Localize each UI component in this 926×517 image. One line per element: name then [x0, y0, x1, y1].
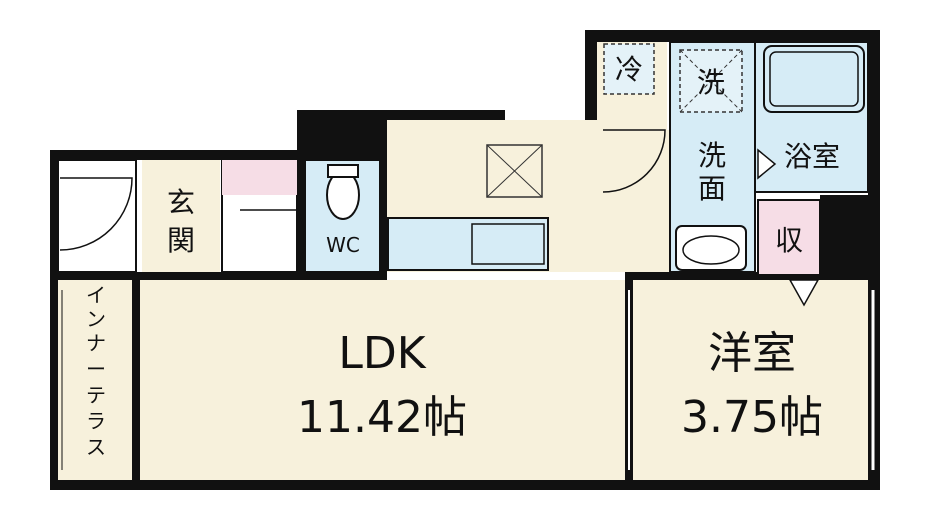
hall-door — [240, 209, 306, 268]
terrace-char-5: テ — [86, 383, 106, 407]
porch-door — [59, 177, 133, 251]
entrance-label-2: 関 — [167, 224, 195, 257]
washer-label: 洗 — [697, 66, 725, 99]
terrace-char-4: ー — [86, 357, 106, 381]
labels: LDK 11.42帖 洋室 3.75帖 玄 関 WC 洗 面 浴室 収 冷 洗 … — [86, 53, 840, 459]
washroom-door — [602, 129, 666, 193]
entrance-label-1: 玄 — [167, 186, 195, 219]
ldk-name: LDK — [338, 328, 426, 379]
terrace-char-1: イ — [86, 283, 106, 307]
porch — [57, 159, 137, 273]
terrace-char-3: ナ — [86, 331, 106, 355]
fridge-space — [603, 43, 655, 95]
washroom-label-2: 面 — [698, 172, 726, 205]
terrace-char-7: ス — [86, 435, 106, 459]
western-floor — [633, 280, 868, 480]
ventilation — [486, 144, 543, 198]
terrace-char-6: ラ — [86, 409, 106, 433]
entrance-floor — [142, 160, 220, 272]
fridge-label: 冷 — [615, 53, 643, 86]
ldk-size: 11.42帖 — [297, 392, 467, 443]
bathtub — [763, 45, 865, 113]
fixtures — [54, 43, 875, 470]
floors — [57, 42, 868, 480]
washroom-label-1: 洗 — [698, 139, 726, 172]
wc-label: WC — [326, 233, 360, 257]
storage-label: 収 — [775, 224, 803, 257]
shoe-closet — [222, 160, 297, 195]
toilet — [326, 170, 360, 220]
storage — [757, 199, 821, 276]
kitchen-counter — [387, 217, 549, 271]
storage-door — [788, 279, 820, 307]
kitchen-corner — [600, 130, 670, 272]
ldk-floor — [140, 280, 625, 480]
terrace-floor — [58, 280, 132, 480]
wash-basin — [675, 225, 747, 271]
bath-door — [757, 148, 777, 180]
bath-label: 浴室 — [784, 140, 840, 173]
western-size: 3.75帖 — [681, 392, 823, 443]
western-name: 洋室 — [708, 328, 796, 379]
terrace-char-2: ン — [86, 307, 106, 331]
kitchen-sink — [471, 223, 545, 265]
